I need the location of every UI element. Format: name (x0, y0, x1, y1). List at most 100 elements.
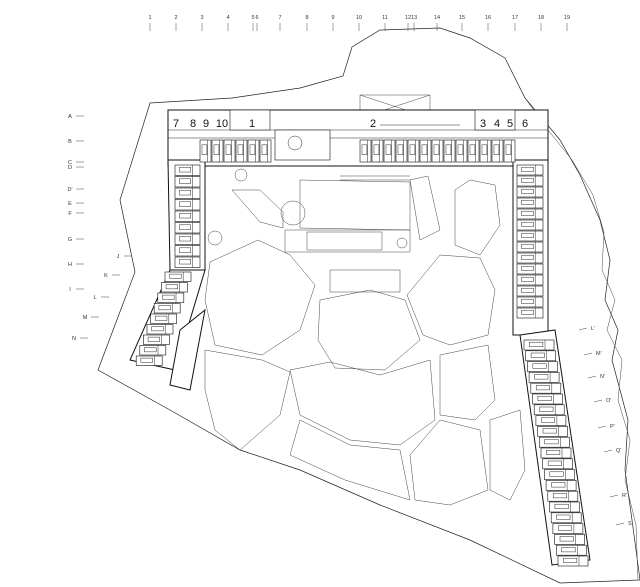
room-unit (523, 339, 555, 351)
room-unit (545, 480, 577, 491)
grid-column-label: 18 (538, 15, 544, 21)
room-unit (174, 164, 201, 176)
grid-row-label: C (68, 160, 72, 166)
room-unit (555, 544, 587, 556)
room-unit (419, 139, 432, 163)
room-unit (547, 490, 579, 502)
grid-column-label: 1 (148, 15, 151, 21)
grid-column-label: 6 (255, 15, 258, 21)
room-unit (557, 555, 589, 567)
zone-label: 2 (370, 118, 376, 130)
room-unit (174, 233, 201, 245)
room-unit (174, 245, 201, 257)
room-unit (157, 292, 185, 303)
room-unit (174, 176, 201, 188)
room-unit (174, 199, 201, 211)
grid-row-label: Q' (616, 448, 621, 454)
room-unit (516, 175, 544, 187)
grid-row-label: N (72, 336, 76, 342)
room-unit (164, 271, 192, 282)
grid-column-label: 3 (200, 15, 203, 21)
room-unit (139, 345, 167, 356)
grid-row-tick (603, 449, 613, 453)
grid-column-label: 10 (356, 15, 362, 21)
zone-label: 9 (203, 118, 209, 130)
room-unit (479, 139, 492, 163)
grid-row-tick (615, 522, 625, 526)
grid-row-label: O' (606, 398, 611, 404)
grid-column-label: 5 (251, 15, 254, 21)
room-unit (528, 372, 560, 383)
grid-column-label: 12 (405, 15, 411, 21)
grid-column-label: 8 (305, 15, 308, 21)
room-unit (516, 307, 544, 319)
room-unit (530, 382, 562, 394)
room-unit (174, 187, 201, 199)
grid-row-label: K (104, 273, 108, 279)
room-unit (259, 139, 272, 163)
room-unit (542, 458, 574, 470)
grid-row-label: E (68, 201, 72, 207)
room-unit (395, 139, 408, 163)
grid-row-label: G (68, 237, 72, 243)
grid-row-label: I (69, 287, 71, 293)
room-unit (527, 361, 558, 372)
room-unit (211, 139, 224, 163)
room-unit (407, 139, 420, 163)
room-unit (223, 139, 236, 163)
grid-row-label: M (83, 315, 88, 321)
room-unit (532, 393, 563, 405)
room-unit (174, 222, 201, 234)
guest-rooms (135, 139, 589, 567)
grid-row-label: L' (591, 326, 595, 332)
grid-row-label: P' (610, 424, 615, 430)
room-unit (135, 355, 163, 366)
room-unit (161, 282, 188, 293)
grid-row-label: J (117, 254, 120, 260)
grid-column-label: 19 (564, 15, 570, 21)
room-unit (174, 256, 201, 268)
zone-label: 7 (173, 118, 179, 130)
room-unit (516, 197, 544, 209)
right-row-grid-labels: L'M'N'O'P'Q'R'S' (578, 326, 633, 527)
grid-row-label: N' (600, 374, 605, 380)
grid-row-label: F (68, 211, 72, 217)
room-unit (235, 139, 248, 163)
room-unit (174, 210, 201, 222)
room-unit (550, 512, 582, 524)
grid-row-tick (609, 494, 619, 498)
grid-row-label: D' (67, 187, 72, 193)
room-unit (516, 296, 544, 308)
building-top-wing (167, 109, 549, 167)
room-unit (516, 219, 544, 231)
site-boundary (97, 27, 640, 584)
grid-row-tick (593, 399, 603, 403)
room-unit (247, 139, 260, 163)
grid-row-label: D (68, 165, 72, 171)
room-unit (199, 139, 212, 163)
grid-column-label: 2 (174, 15, 177, 21)
room-unit (150, 313, 177, 324)
room-unit (371, 139, 384, 163)
room-unit (554, 534, 585, 545)
room-unit (143, 334, 170, 345)
grid-column-label: 7 (278, 15, 281, 21)
room-unit (153, 303, 181, 314)
room-unit (443, 139, 456, 163)
room-unit (503, 139, 516, 163)
room-unit (516, 274, 544, 286)
zone-label: 6 (522, 118, 528, 130)
room-unit (533, 404, 565, 416)
grid-row-label: H (68, 262, 72, 268)
room-unit (537, 426, 568, 437)
room-unit (146, 324, 174, 335)
room-unit (538, 436, 570, 448)
room-unit (535, 415, 567, 426)
room-unit (516, 186, 544, 198)
grid-column-label: 13 (411, 15, 417, 21)
grid-column-label: 4 (226, 15, 229, 21)
room-unit (467, 139, 480, 163)
